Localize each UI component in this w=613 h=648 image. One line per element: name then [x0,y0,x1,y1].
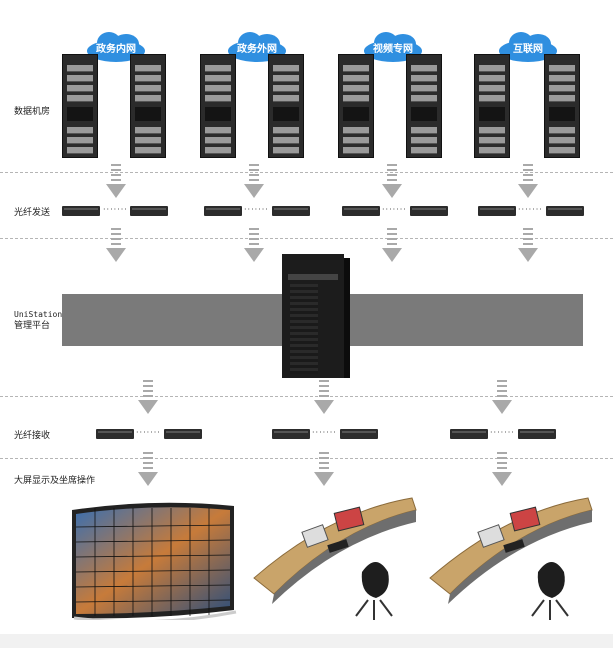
label-fiber-send: 光纤发送 [14,208,51,218]
down-arrow-icon [382,164,402,200]
fiber-transmitter [478,206,516,216]
connector-dots: ······· [312,428,337,437]
server-rack [544,54,580,158]
fiber-transmitter [204,206,242,216]
down-arrow-icon [492,452,512,488]
down-arrow-icon [106,228,126,264]
fiber-receiver [450,429,488,439]
video-wall [72,502,237,620]
down-arrow-icon [382,228,402,264]
down-arrow-icon [314,380,334,416]
cloud-icon: 互联网 [495,32,561,62]
unistation-cabinet [282,254,350,378]
connector-dots: ······· [103,205,128,214]
network-name: 政务内网 [96,44,136,55]
label-platform-line2: 管理平台 [14,321,51,331]
down-arrow-icon [138,452,158,488]
connector-dots: ······· [244,205,269,214]
network-name: 视频专网 [373,44,413,55]
fiber-transmitter [410,206,448,216]
fiber-transmitter [62,206,100,216]
server-rack [474,54,510,158]
fiber-receiver [272,429,310,439]
down-arrow-icon [106,164,126,200]
connector-dots: ······· [136,428,161,437]
fiber-transmitter [546,206,584,216]
server-rack [268,54,304,158]
server-rack [406,54,442,158]
down-arrow-icon [244,164,264,200]
connector-dots: ······· [382,205,407,214]
fiber-transmitter [342,206,380,216]
operator-desk [253,497,417,620]
label-display: 大屏显示及坐席操作 [14,476,96,486]
divider [0,172,613,173]
operator-desk [429,497,593,620]
down-arrow-icon [138,380,158,416]
footer-strip [0,634,613,648]
connector-dots: ······· [518,205,543,214]
label-datacenter: 数据机房 [14,107,51,117]
down-arrow-icon [314,452,334,488]
divider [0,458,613,459]
network-name: 互联网 [513,44,543,55]
down-arrow-icon [492,380,512,416]
divider [0,396,613,397]
server-rack [62,54,98,158]
label-platform-line1: UniStation [14,310,63,319]
fiber-receiver [164,429,202,439]
cloud-icon: 政务外网 [224,32,290,62]
fiber-transmitter [272,206,310,216]
server-rack [200,54,236,158]
divider [0,238,613,239]
down-arrow-icon [244,228,264,264]
fiber-receiver [518,429,556,439]
fiber-transmitter [130,206,168,216]
down-arrow-icon [518,164,538,200]
server-rack [130,54,166,158]
server-rack [338,54,374,158]
label-fiber-receive: 光纤接收 [14,431,51,441]
connector-dots: ······· [490,428,515,437]
fiber-receiver [340,429,378,439]
down-arrow-icon [518,228,538,264]
network-name: 政务外网 [237,44,277,55]
fiber-receiver [96,429,134,439]
